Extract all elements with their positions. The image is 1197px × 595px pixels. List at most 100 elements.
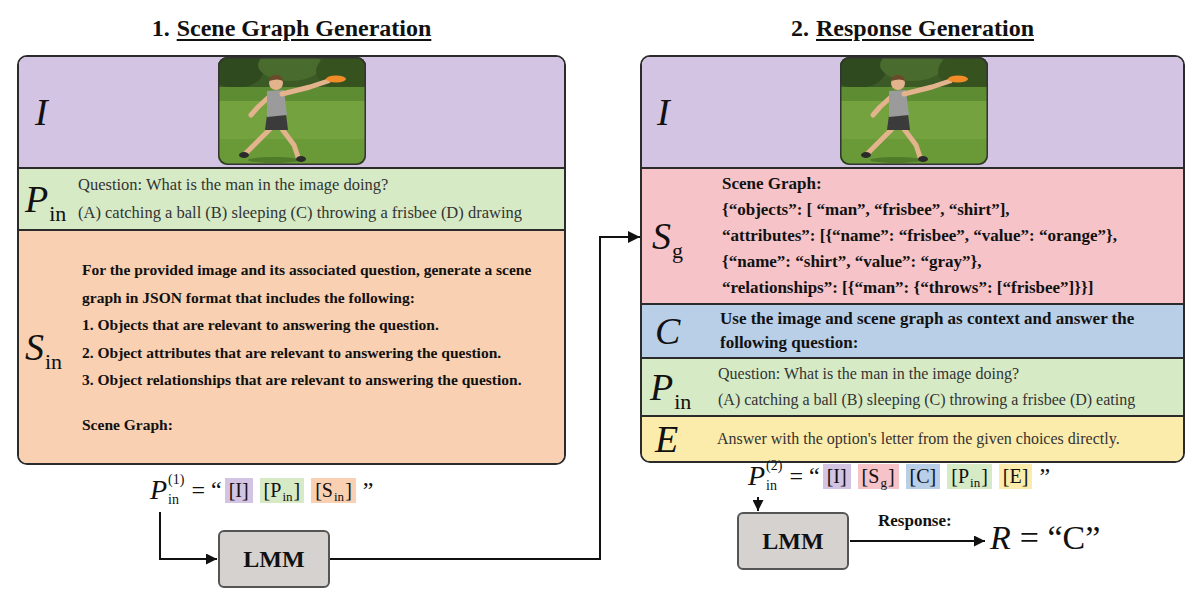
band-text: {“name”: “shirt”, “value”: “gray”}, [722, 249, 1178, 275]
heading-title: Response Generation [816, 15, 1034, 41]
result-formula: R= “C” [990, 519, 1100, 557]
leg [282, 129, 298, 157]
image-band: I [642, 57, 1183, 169]
extraction-band: E Answer with the option's letter from th… [642, 417, 1183, 461]
input-arrow [160, 512, 217, 559]
band-text: Question: What is the man in the image d… [718, 361, 1178, 387]
prompt-part: [I] [229, 479, 249, 502]
band-body: Question: What is the man in the image d… [78, 171, 559, 227]
panel-heading: 1. Scene Graph Generation [19, 13, 564, 43]
band-body: For the provided image and its associate… [82, 256, 559, 438]
band-body: Scene Graph:{“objects”: [ “man”, “frisbe… [722, 171, 1178, 301]
shirt [267, 90, 287, 117]
band-text: Scene Graph: [722, 171, 1178, 197]
prompt-part: ] [888, 465, 895, 488]
highlight-chip: [Pin] [947, 464, 992, 489]
highlight-chip: [Pin] [260, 478, 305, 503]
symbol-letter: E [655, 418, 678, 460]
stage-panel: 2.Response GenerationISgScene Graph:{“ob… [640, 55, 1185, 463]
band-body: Question: What is the man in the image d… [718, 361, 1178, 413]
highlight-chip: [I] [823, 464, 851, 489]
prompt-part-subscript: in [334, 489, 344, 505]
prompt-formula: P(2)in= “[I][Sg][C][Pin][E]” [748, 460, 1050, 492]
prompt-part: [S [315, 479, 333, 502]
formula-operator: ” [1039, 463, 1050, 490]
symbol-subscript: in [674, 389, 691, 414]
band-body: Answer with the option's letter from the… [717, 426, 1178, 452]
prompt-part: [P [951, 465, 969, 488]
symbol-subscript: in [49, 201, 66, 226]
shorts [265, 114, 288, 130]
shoe [296, 156, 306, 162]
arm [251, 96, 270, 115]
photo [208, 49, 376, 165]
prompt-part: ] [294, 479, 301, 502]
box-label: LMM [243, 546, 304, 573]
photo [830, 49, 998, 165]
box-label: LMM [762, 528, 823, 555]
photo-frame [219, 58, 366, 165]
prompt-part: [C] [910, 465, 937, 488]
shoe [239, 152, 249, 158]
prompt-part-subscript: g [880, 475, 887, 491]
photo-content [218, 57, 366, 165]
tree [218, 57, 264, 88]
band-symbol: Pin [650, 368, 691, 406]
formula-subscript: in [168, 493, 184, 507]
band-text: “relationships”: [{“man”: {“throws”: [“f… [722, 275, 1178, 301]
band-symbol: Pin [25, 180, 66, 218]
highlight-chip: [E] [999, 464, 1033, 489]
symbol-subscript: g [672, 238, 683, 263]
response-label: Response: [878, 511, 952, 531]
symbol-letter: S [652, 215, 671, 257]
prompt-part: ] [981, 465, 988, 488]
response-arrow [850, 540, 985, 542]
shadow [248, 157, 300, 163]
band-text: Question: What is the man in the image d… [78, 171, 559, 199]
band-body: Use the image and scene graph as context… [720, 307, 1178, 355]
formula-symbol: P [748, 460, 765, 492]
prompt-part: [P [264, 479, 282, 502]
scene-graph-band: Sg Scene Graph:{“objects”: [ “man”, “fris… [642, 169, 1183, 305]
prompt-band: Pin Question: What is the man in the imag… [19, 169, 564, 231]
symbol-letter: P [650, 366, 673, 408]
symbol-letter: C [655, 310, 680, 352]
symbol-letter: S [25, 326, 44, 368]
result-symbol: R [990, 519, 1011, 557]
prompt-part-subscript: in [970, 475, 980, 491]
band-text: Answer with the option's letter from the… [717, 426, 1178, 452]
band-text: Use the image and scene graph as context… [720, 307, 1178, 355]
band-text: “attributes”: [{“name”: “frisbee”, “valu… [722, 223, 1178, 249]
formula-operator: = “ [191, 477, 221, 504]
heading-number: 2. [791, 15, 809, 41]
highlight-chip: [I] [225, 478, 253, 503]
model-box: LMM [737, 512, 849, 570]
band-symbol: Sin [25, 328, 62, 366]
arm [282, 81, 328, 94]
result-value: = “C” [1020, 519, 1101, 557]
formula-symbol: P [150, 474, 167, 506]
heading-number: 1. [152, 15, 170, 41]
band-text: {“objects”: [ “man”, “frisbee”, “shirt”]… [722, 197, 1178, 223]
highlight-chip: [Sg] [858, 464, 899, 489]
band-text: Scene Graph: [82, 411, 559, 439]
symbol-subscript: in [45, 349, 62, 374]
model-box: LMM [218, 530, 330, 588]
band-text: 1. Objects that are relevant to answerin… [82, 311, 559, 339]
band-text: 3. Object relationships that are relevan… [82, 366, 559, 394]
band-symbol: E [655, 420, 678, 458]
heading-title: Scene Graph Generation [177, 15, 432, 41]
band-symbol: Sg [652, 217, 683, 255]
image-band: I [19, 57, 564, 169]
prompt-part: [I] [827, 465, 847, 488]
band-text: 2. Object attributes that are relevant t… [82, 339, 559, 367]
script-stack: (2)in [766, 462, 782, 490]
hair [269, 75, 283, 81]
symbol-letter: P [25, 178, 48, 220]
arrow-label: Response: [878, 511, 952, 531]
context-band: C Use the image and scene graph as contex… [642, 305, 1183, 359]
band-text: (A) catching a ball (B) sleeping (C) thr… [718, 387, 1178, 413]
prompt-part: ] [345, 479, 352, 502]
leg [246, 129, 270, 153]
prompt-part: [S [862, 465, 880, 488]
